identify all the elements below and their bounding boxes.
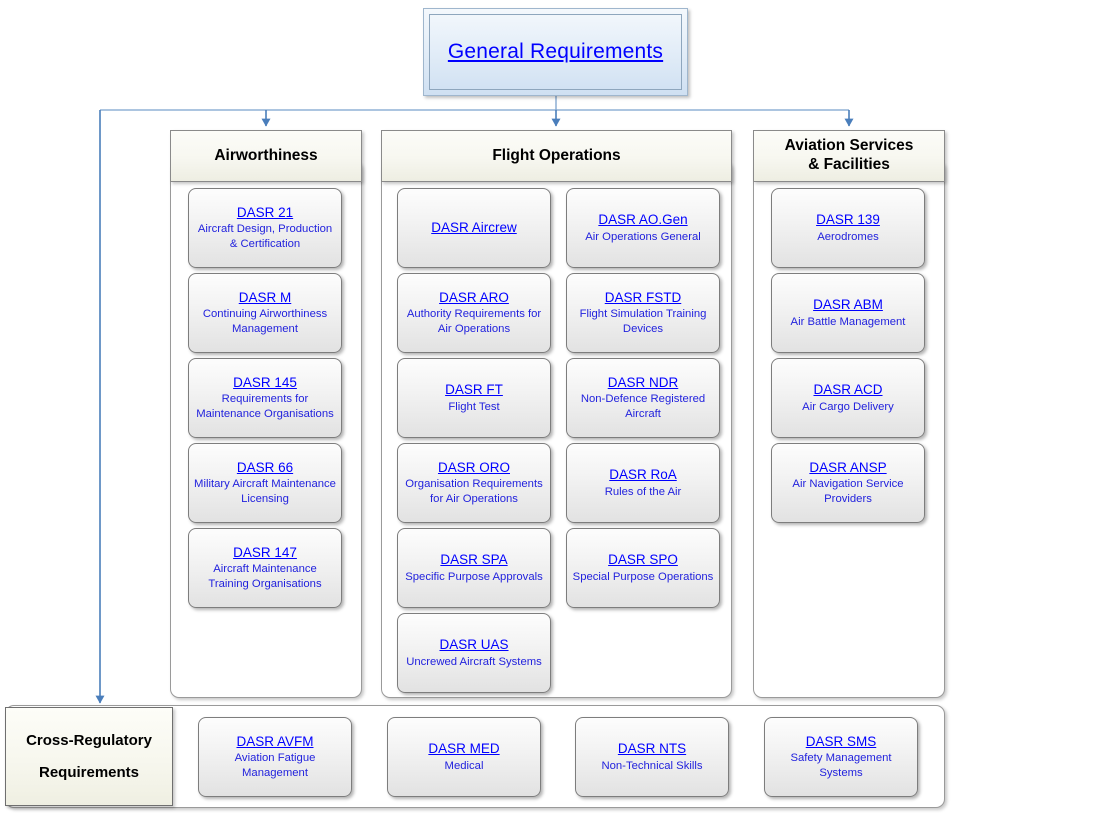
card-title[interactable]: DASR ORO xyxy=(437,459,510,475)
card-title[interactable]: DASR FT xyxy=(445,382,503,398)
card-subtitle: Aircraft Design, Production & Certificat… xyxy=(197,223,333,251)
card-title[interactable]: DASR NTS xyxy=(617,741,687,757)
column-flight-operations: Flight Operations DASR Aircrew DASR ARO … xyxy=(381,130,732,698)
card-title[interactable]: DASR Aircrew xyxy=(431,220,517,236)
column-header-aviation-services[interactable]: Aviation Services & Facilities xyxy=(753,130,945,182)
card-dasr-21[interactable]: DASR 21 Aircraft Design, Production & Ce… xyxy=(188,188,342,268)
card-subtitle: Aircraft Maintenance Training Organisati… xyxy=(208,563,322,591)
card-dasr-66[interactable]: DASR 66 Military Aircraft Maintenance Li… xyxy=(188,443,342,523)
column-header-label: Airworthiness xyxy=(214,146,318,164)
card-subtitle: Rules of the Air xyxy=(604,485,682,498)
card-subtitle: Uncrewed Aircraft Systems xyxy=(406,655,542,668)
card-dasr-abm[interactable]: DASR ABM Air Battle Management xyxy=(771,273,925,353)
card-title[interactable]: DASR SPO xyxy=(608,552,678,568)
card-dasr-fstd[interactable]: DASR FSTD Flight Simulation Training Dev… xyxy=(566,273,720,353)
card-subtitle: Air Battle Management xyxy=(790,315,906,328)
card-title[interactable]: DASR FSTD xyxy=(604,289,682,305)
card-title[interactable]: DASR 66 xyxy=(236,459,294,475)
page-title[interactable]: General Requirements xyxy=(447,40,664,63)
card-subtitle: Authority Requirements for Air Operation… xyxy=(406,308,542,336)
card-dasr-oro[interactable]: DASR ORO Organisation Requirements for A… xyxy=(397,443,551,523)
card-subtitle: Air Operations General xyxy=(585,230,701,243)
card-subtitle: Special Purpose Operations xyxy=(572,570,714,583)
card-title[interactable]: DASR AO.Gen xyxy=(598,212,688,228)
card-dasr-ansp[interactable]: DASR ANSP Air Navigation Service Provide… xyxy=(771,443,925,523)
card-subtitle: Specific Purpose Approvals xyxy=(405,570,543,583)
column-header-flight-operations[interactable]: Flight Operations xyxy=(381,130,732,182)
card-dasr-roa[interactable]: DASR RoA Rules of the Air xyxy=(566,443,720,523)
card-title[interactable]: DASR M xyxy=(238,289,292,305)
card-subtitle: Air Cargo Delivery xyxy=(802,400,894,413)
card-title[interactable]: DASR NDR xyxy=(607,374,679,390)
card-subtitle: Aerodromes xyxy=(817,230,879,243)
card-dasr-aircrew[interactable]: DASR Aircrew xyxy=(397,188,551,268)
card-title[interactable]: DASR UAS xyxy=(439,637,509,653)
card-subtitle: Medical xyxy=(444,759,484,772)
card-subtitle: Organisation Requirements for Air Operat… xyxy=(405,478,543,506)
card-dasr-ndr[interactable]: DASR NDR Non-Defence Registered Aircraft xyxy=(566,358,720,438)
card-dasr-avfm[interactable]: DASR AVFM Aviation Fatigue Management xyxy=(198,717,352,797)
card-title[interactable]: DASR ARO xyxy=(439,289,509,305)
cross-regulatory-label-line-2: Requirements xyxy=(38,763,140,781)
card-dasr-spa[interactable]: DASR SPA Specific Purpose Approvals xyxy=(397,528,551,608)
column-header-line-2: & Facilities xyxy=(808,156,890,173)
card-subtitle: Flight Test xyxy=(448,400,500,413)
column-airworthiness: Airworthiness DASR 21 Aircraft Design, P… xyxy=(170,130,362,698)
card-title[interactable]: DASR RoA xyxy=(609,467,677,483)
card-title[interactable]: DASR AVFM xyxy=(236,733,314,749)
card-dasr-ft[interactable]: DASR FT Flight Test xyxy=(397,358,551,438)
card-dasr-med[interactable]: DASR MED Medical xyxy=(387,717,541,797)
card-dasr-ao-gen[interactable]: DASR AO.Gen Air Operations General xyxy=(566,188,720,268)
card-dasr-aro[interactable]: DASR ARO Authority Requirements for Air … xyxy=(397,273,551,353)
card-dasr-139[interactable]: DASR 139 Aerodromes xyxy=(771,188,925,268)
card-dasr-m[interactable]: DASR M Continuing Airworthiness Manageme… xyxy=(188,273,342,353)
card-subtitle: Air Navigation Service Providers xyxy=(792,478,904,506)
card-subtitle: Non-Defence Registered Aircraft xyxy=(580,393,706,421)
card-subtitle: Safety Management Systems xyxy=(790,752,892,780)
card-title[interactable]: DASR SMS xyxy=(805,733,877,749)
card-title[interactable]: DASR ACD xyxy=(813,382,883,398)
card-subtitle: Requirements for Maintenance Organisatio… xyxy=(196,393,334,421)
card-title[interactable]: DASR 21 xyxy=(236,204,294,220)
column-header-airworthiness[interactable]: Airworthiness xyxy=(170,130,362,182)
card-dasr-uas[interactable]: DASR UAS Uncrewed Aircraft Systems xyxy=(397,613,551,693)
card-subtitle: Continuing Airworthiness Management xyxy=(202,308,328,336)
card-title[interactable]: DASR MED xyxy=(428,741,500,757)
column-header-line-1: Aviation Services xyxy=(784,137,914,155)
card-dasr-acd[interactable]: DASR ACD Air Cargo Delivery xyxy=(771,358,925,438)
cross-regulatory-label-line-1: Cross-Regulatory xyxy=(26,732,152,749)
column-header-label: Flight Operations xyxy=(492,146,621,164)
card-dasr-nts[interactable]: DASR NTS Non-Technical Skills xyxy=(575,717,729,797)
card-dasr-spo[interactable]: DASR SPO Special Purpose Operations xyxy=(566,528,720,608)
column-aviation-services: Aviation Services & Facilities DASR 139 … xyxy=(753,130,945,698)
card-title[interactable]: DASR 139 xyxy=(816,212,880,228)
card-title[interactable]: DASR ABM xyxy=(813,297,883,313)
card-title[interactable]: DASR 145 xyxy=(233,374,297,390)
card-dasr-145[interactable]: DASR 145 Requirements for Maintenance Or… xyxy=(188,358,342,438)
card-subtitle: Flight Simulation Training Devices xyxy=(579,308,707,336)
card-title[interactable]: DASR 147 xyxy=(233,544,297,560)
root-title-box[interactable]: General Requirements xyxy=(423,8,688,96)
card-subtitle: Military Aircraft Maintenance Licensing xyxy=(194,478,336,506)
card-title[interactable]: DASR SPA xyxy=(440,552,508,568)
card-subtitle: Aviation Fatigue Management xyxy=(234,752,316,780)
card-subtitle: Non-Technical Skills xyxy=(601,759,703,772)
column-header-label: Aviation Services & Facilities xyxy=(785,137,914,175)
card-dasr-sms[interactable]: DASR SMS Safety Management Systems xyxy=(764,717,918,797)
cross-regulatory-label-box: Cross-Regulatory Requirements xyxy=(5,707,173,806)
card-dasr-147[interactable]: DASR 147 Aircraft Maintenance Training O… xyxy=(188,528,342,608)
card-title[interactable]: DASR ANSP xyxy=(809,459,887,475)
